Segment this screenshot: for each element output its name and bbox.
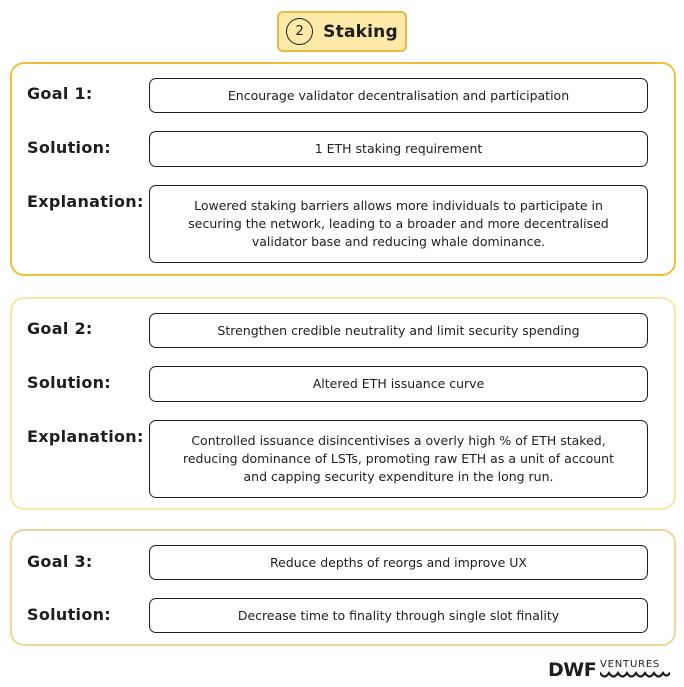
solution-3-label: Solution: — [27, 605, 112, 624]
explanation-2-text: Controlled issuance disincentivises a ov… — [183, 433, 614, 484]
section-header: 2 Staking — [277, 11, 407, 52]
solution-2-label: Solution: — [27, 373, 112, 392]
explanation-2-text-box: Controlled issuance disincentivises a ov… — [149, 420, 648, 498]
solution-2-text: Altered ETH issuance curve — [312, 376, 485, 391]
solution-2-text-box: Altered ETH issuance curve — [149, 366, 648, 402]
explanation-1-text-box: Lowered staking barriers allows more ind… — [149, 185, 648, 263]
solution-1-label: Solution: — [27, 138, 112, 157]
goal-2-text: Strengthen credible neutrality and limit… — [217, 322, 580, 338]
goal-1-card: Goal 1: Encourage validator decentralisa… — [10, 62, 676, 276]
section-title: Staking — [323, 21, 398, 42]
goal-1-label: Goal 1: — [27, 84, 93, 103]
solution-3-text: Decrease time to finality through single… — [237, 607, 560, 623]
solution-1-text: 1 ETH staking requirement — [314, 141, 483, 156]
logo-wordmark: DWF — [548, 659, 597, 681]
explanation-2-label: Explanation: — [27, 427, 144, 446]
explanation-1-label: Explanation: — [27, 192, 144, 211]
goal-3-card: Goal 3: Reduce depths of reorgs and impr… — [10, 529, 676, 646]
goal-2-label: Goal 2: — [27, 319, 93, 338]
goal-3-label: Goal 3: — [27, 552, 93, 571]
explanation-1-text: Lowered staking barriers allows more ind… — [188, 198, 609, 249]
solution-1-text-box: 1 ETH staking requirement — [149, 131, 648, 167]
dwf-ventures-logo: DWF VENTURES — [548, 659, 672, 681]
goal-1-text-box: Encourage validator decentralisation and… — [149, 78, 648, 113]
logo-subtitle: VENTURES — [600, 659, 661, 670]
goal-3-text: Reduce depths of reorgs and improve UX — [269, 554, 527, 570]
goal-3-text-box: Reduce depths of reorgs and improve UX — [149, 545, 648, 580]
goal-1-text: Encourage validator decentralisation and… — [227, 87, 570, 103]
solution-3-text-box: Decrease time to finality through single… — [149, 598, 648, 633]
goal-2-text-box: Strengthen credible neutrality and limit… — [149, 313, 648, 348]
wave-icon — [600, 670, 670, 678]
goal-2-card: Goal 2: Strengthen credible neutrality a… — [10, 297, 676, 510]
step-number-badge: 2 — [286, 18, 314, 45]
